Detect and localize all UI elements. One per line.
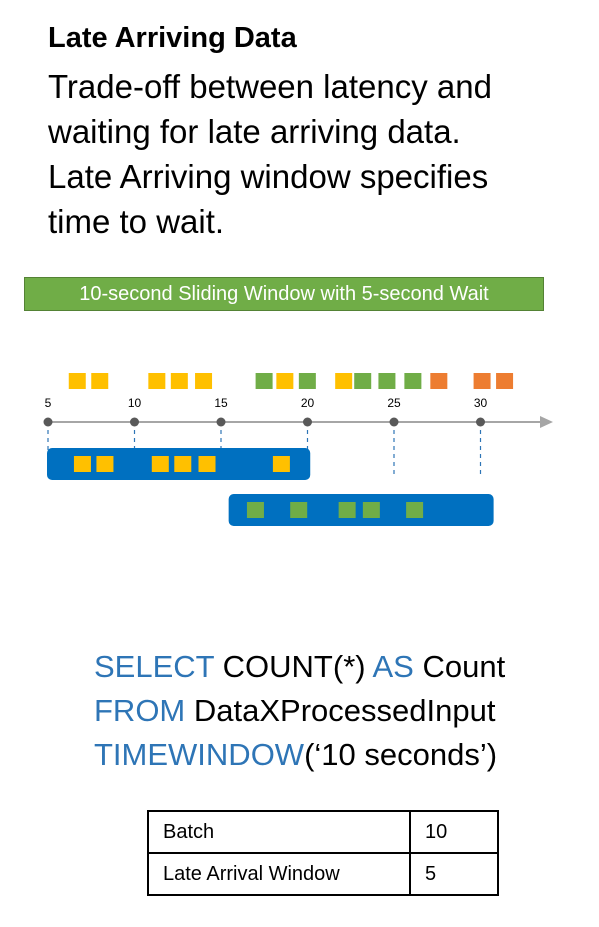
window-event-square [246, 502, 264, 518]
sql-line: TIMEWINDOW(‘10 seconds’) [94, 733, 505, 777]
table-key: Late Arrival Window [147, 852, 411, 896]
tick-marker [216, 417, 226, 427]
window-event-square [406, 502, 424, 518]
event-square [91, 373, 109, 389]
event-square [473, 373, 491, 389]
window-event-square [151, 456, 169, 472]
description-line: time to wait. [48, 203, 225, 240]
table-value: 10 [409, 810, 499, 854]
table-row: Late Arrival Window 5 [147, 852, 499, 896]
window-event-square [96, 456, 114, 472]
table-row: Batch 10 [147, 810, 499, 854]
tick-label: 15 [214, 396, 228, 410]
window-event-square [73, 456, 91, 472]
sql-keyword: AS [372, 649, 414, 684]
sql-text: COUNT(*) [214, 649, 373, 684]
event-square [404, 373, 422, 389]
window-event-square [174, 456, 192, 472]
tick-label: 30 [474, 396, 488, 410]
tick-marker [303, 417, 312, 427]
sql-text: (‘10 seconds’) [304, 737, 498, 772]
event-square [68, 373, 86, 389]
window-bar [228, 494, 494, 526]
event-square [378, 373, 396, 389]
description-line: Late Arriving window specifies [48, 158, 489, 195]
event-square [335, 373, 353, 389]
window-event-square [272, 456, 290, 472]
description-line: Trade-off between latency and [48, 68, 492, 105]
table-key: Batch [147, 810, 411, 854]
sql-line: FROM DataXProcessedInput [94, 689, 505, 733]
tick-label: 10 [128, 396, 142, 410]
tick-marker [130, 417, 139, 427]
event-square [496, 373, 514, 389]
tick-marker [476, 417, 485, 427]
event-square [170, 373, 188, 389]
sql-text: Count [413, 649, 506, 684]
event-square [298, 373, 316, 389]
event-square [255, 373, 273, 389]
sql-line: SELECT COUNT(*) AS Count [94, 645, 505, 689]
event-square [148, 373, 166, 389]
tick-label: 20 [301, 396, 315, 410]
sql-keyword: SELECT [94, 649, 215, 684]
tick-marker [389, 417, 399, 427]
tick-marker [43, 417, 53, 427]
event-square [354, 373, 372, 389]
window-banner: 10-second Sliding Window with 5-second W… [24, 277, 544, 311]
window-event-square [338, 502, 356, 518]
tick-label: 5 [45, 396, 52, 410]
table-value: 5 [409, 852, 499, 896]
settings-table: Batch 10 Late Arrival Window 5 [147, 810, 499, 896]
window-event-square [362, 502, 380, 518]
sql-text: DataXProcessedInput [185, 693, 496, 728]
event-square [430, 373, 448, 389]
event-square [276, 373, 294, 389]
description-line: waiting for late arriving data. [48, 113, 461, 150]
page-title: Late Arriving Data [48, 22, 297, 54]
window-event-square [198, 456, 216, 472]
description: Trade-off between latency and waiting fo… [48, 64, 588, 244]
tick-label: 25 [387, 396, 401, 410]
sql-keyword: FROM [94, 693, 186, 728]
window-event-square [290, 502, 308, 518]
axis-arrowhead [540, 416, 553, 428]
event-square [195, 373, 213, 389]
sql-keyword: TIMEWINDOW [94, 737, 305, 772]
timeline-diagram: 5 10 15 20 25 30 [43, 373, 553, 526]
